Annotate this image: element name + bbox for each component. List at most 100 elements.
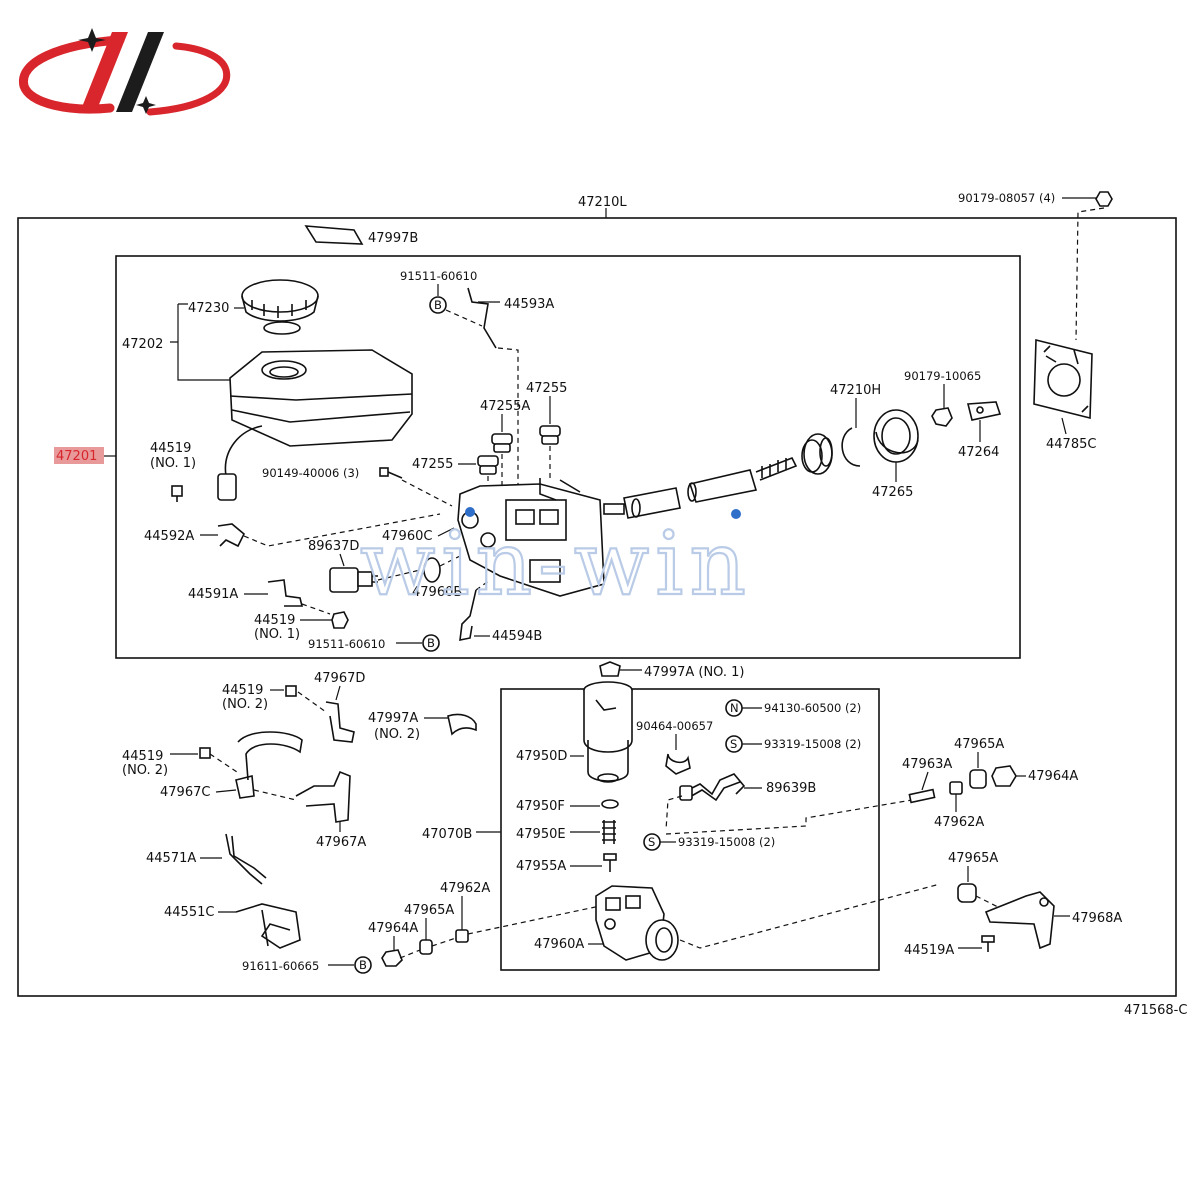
nut-47964A-b [381, 949, 403, 967]
label-44551C: 44551C [164, 905, 214, 920]
clip-47997A-no2 [447, 713, 477, 736]
label-47201: 47201 [56, 449, 97, 464]
cap-47997A-no1 [599, 661, 621, 677]
label-47964A-a: 47964A [1028, 769, 1078, 784]
label-47963A: 47963A [902, 757, 952, 772]
label-47997A-no2: 47997A [368, 711, 418, 726]
logo-star [78, 28, 106, 52]
svg-text:S: S [648, 835, 655, 849]
label-47967C: 47967C [160, 785, 210, 800]
label-no1-a: (NO. 1) [150, 456, 196, 471]
pin-47963A [908, 788, 936, 804]
washer-47950F [601, 799, 619, 809]
label-90464-00657: 90464-00657 [636, 719, 713, 733]
watermark-dot-2 [731, 509, 741, 519]
label-44519-no2-a: 44519 [222, 683, 263, 698]
label-89637D: 89637D [308, 539, 359, 554]
label-47950E: 47950E [516, 827, 566, 842]
label-44571A: 44571A [146, 851, 196, 866]
pump-motor-47950D [583, 681, 633, 783]
gasket-44785C [1033, 338, 1093, 420]
nut-90179-08057 [1095, 191, 1113, 207]
label-91511-60610-bot: 91511-60610 [308, 637, 385, 651]
label-plate-47997B [304, 225, 364, 245]
bracket-47967C [235, 774, 255, 799]
symbol-B-top [429, 296, 447, 314]
pin-47955A [603, 853, 617, 872]
collar-47962A-a [949, 781, 963, 795]
label-47997B: 47997B [368, 231, 418, 246]
bracket-44594B [459, 589, 477, 642]
label-no1-b: (NO. 1) [254, 627, 300, 642]
bolt-44519-b [331, 611, 349, 629]
logo-arc-left [18, 35, 125, 114]
brand-logo [18, 28, 231, 116]
label-93319-15008-b: 93319-15008 (2) [678, 835, 775, 849]
outer-frame [17, 217, 1177, 997]
bracket-44591A [267, 579, 304, 607]
watermark-text: win-win [360, 512, 752, 615]
label-44519-no1-b: 44519 [254, 613, 295, 628]
logo-slash-red [80, 32, 128, 112]
reservoir-47202 [217, 349, 413, 501]
symbol-B-lower [354, 956, 372, 974]
sensor-89637D [329, 567, 378, 593]
bushing-47965A-b [419, 939, 433, 955]
highlight-47201 [54, 447, 104, 464]
grommet-47255-a [539, 425, 561, 445]
label-47964A-b: 47964A [368, 921, 418, 936]
label-47230: 47230 [188, 301, 229, 316]
label-47965A-c: 47965A [948, 851, 998, 866]
label-47968A: 47968A [1072, 911, 1122, 926]
label-44519-no1-a: 44519 [150, 441, 191, 456]
bolt-44519-no2-b [199, 747, 211, 759]
logo-star-2 [136, 96, 156, 114]
label-47202: 47202 [122, 337, 163, 352]
spring-47950E [602, 820, 616, 844]
screw-90149-40006 [379, 467, 403, 479]
label-47967A: 47967A [316, 835, 366, 850]
reservoir-cap-47230 [241, 279, 319, 335]
logo-slash-dark [116, 32, 164, 112]
label-91511-60610-top: 91511-60610 [400, 269, 477, 283]
lever-47968A [984, 891, 1055, 950]
watermark-dot-1 [465, 507, 475, 517]
label-91611-60665: 91611-60665 [242, 959, 319, 973]
harness-89639B [683, 773, 746, 802]
pump-subassy-frame [500, 688, 880, 971]
label-44594B: 44594B [492, 629, 542, 644]
bracket-47967D [325, 701, 355, 743]
label-44519A: 44519A [904, 943, 954, 958]
svg-text:N: N [730, 701, 739, 715]
master-cylinder-frame [115, 255, 1021, 659]
svg-text:S: S [730, 737, 737, 751]
label-47960B: 47960B [412, 585, 462, 600]
label-44785C: 44785C [1046, 437, 1096, 452]
diagram-id: 471568-C [1124, 1003, 1187, 1018]
clevis-47264 [966, 401, 1002, 421]
pump-body-47960A [595, 885, 679, 961]
bracket-47967A [295, 770, 351, 823]
piston-assembly [603, 456, 798, 519]
svg-text:B: B [359, 958, 367, 972]
label-47960A: 47960A [534, 937, 584, 952]
bolt-44519-a [171, 485, 183, 502]
label-47997A-no1: 47997A (NO. 1) [644, 665, 745, 680]
bushing-47965A-a [969, 769, 987, 789]
bracket-44593A [467, 287, 497, 349]
strap-bracket [237, 731, 303, 781]
grommet-47255A [491, 433, 513, 453]
label-47264: 47264 [958, 445, 999, 460]
boot-47265 [873, 409, 919, 463]
label-47255-a: 47255 [526, 381, 567, 396]
label-47255A: 47255A [480, 399, 530, 414]
bolt-44519-no2-a [285, 685, 297, 697]
bolt-44519A [981, 935, 995, 952]
label-47962A-b: 47962A [440, 881, 490, 896]
cup-seal-47210H [801, 433, 833, 475]
snap-ring [841, 427, 861, 467]
logo-arc-right [146, 42, 231, 116]
svg-text:B: B [434, 298, 442, 312]
label-47950F: 47950F [516, 799, 565, 814]
label-47962A-a: 47962A [934, 815, 984, 830]
